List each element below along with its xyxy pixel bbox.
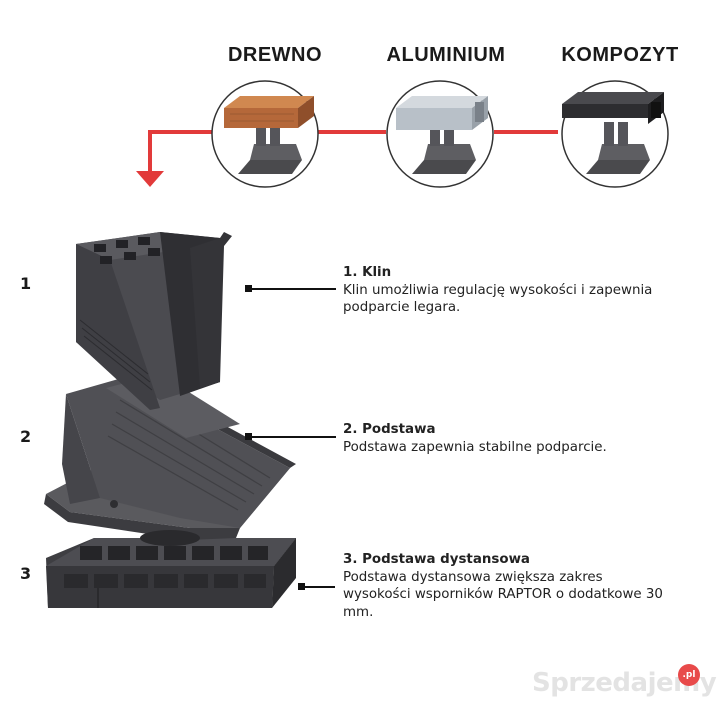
- part-description-1: 1. Klin Klin umożliwia regulację wysokoś…: [343, 264, 693, 317]
- down-arrow-icon: [136, 171, 164, 187]
- part-body-3: Podstawa dystansowa zwiększa zakres wyso…: [343, 569, 663, 620]
- part-body-2: Podstawa zapewnia stabilne podparcie.: [343, 439, 607, 455]
- material-label-wood: DREWNO: [227, 44, 323, 66]
- leader-line-2: [250, 436, 336, 438]
- material-label-composite: KOMPOZYT: [561, 44, 679, 66]
- wedge-part: [76, 232, 232, 410]
- part-title-1: 1. Klin: [343, 265, 392, 280]
- part-description-3: 3. Podstawa dystansowa Podstawa dystanso…: [343, 551, 673, 621]
- material-circle-composite: [561, 80, 669, 188]
- material-label-aluminium: ALUMINIUM: [386, 44, 506, 66]
- base-part: [44, 374, 296, 546]
- watermark-badge: .pl: [678, 664, 700, 686]
- part-body-1: Klin umożliwia regulację wysokości i zap…: [343, 282, 653, 316]
- part-number-1: 1: [20, 274, 32, 293]
- leader-line-1: [250, 288, 336, 290]
- part-description-2: 2. Podstawa Podstawa zapewnia stabilne p…: [343, 421, 693, 456]
- material-circle-aluminium: [386, 80, 494, 188]
- raptor-support-illustration: [44, 232, 296, 608]
- material-connector-arrow: [136, 130, 558, 187]
- spacer-base-part: [46, 538, 296, 608]
- leader-dot-1: [245, 285, 252, 292]
- part-title-3: 3. Podstawa dystansowa: [343, 552, 530, 567]
- part-title-2: 2. Podstawa: [343, 422, 436, 437]
- leader-dot-2: [245, 433, 252, 440]
- part-number-2: 2: [20, 427, 32, 446]
- leader-dot-3: [298, 583, 305, 590]
- leader-line-3: [303, 586, 335, 588]
- connector-line-left: [148, 130, 212, 173]
- material-circle-wood: [211, 80, 319, 188]
- part-number-3: 3: [20, 564, 32, 583]
